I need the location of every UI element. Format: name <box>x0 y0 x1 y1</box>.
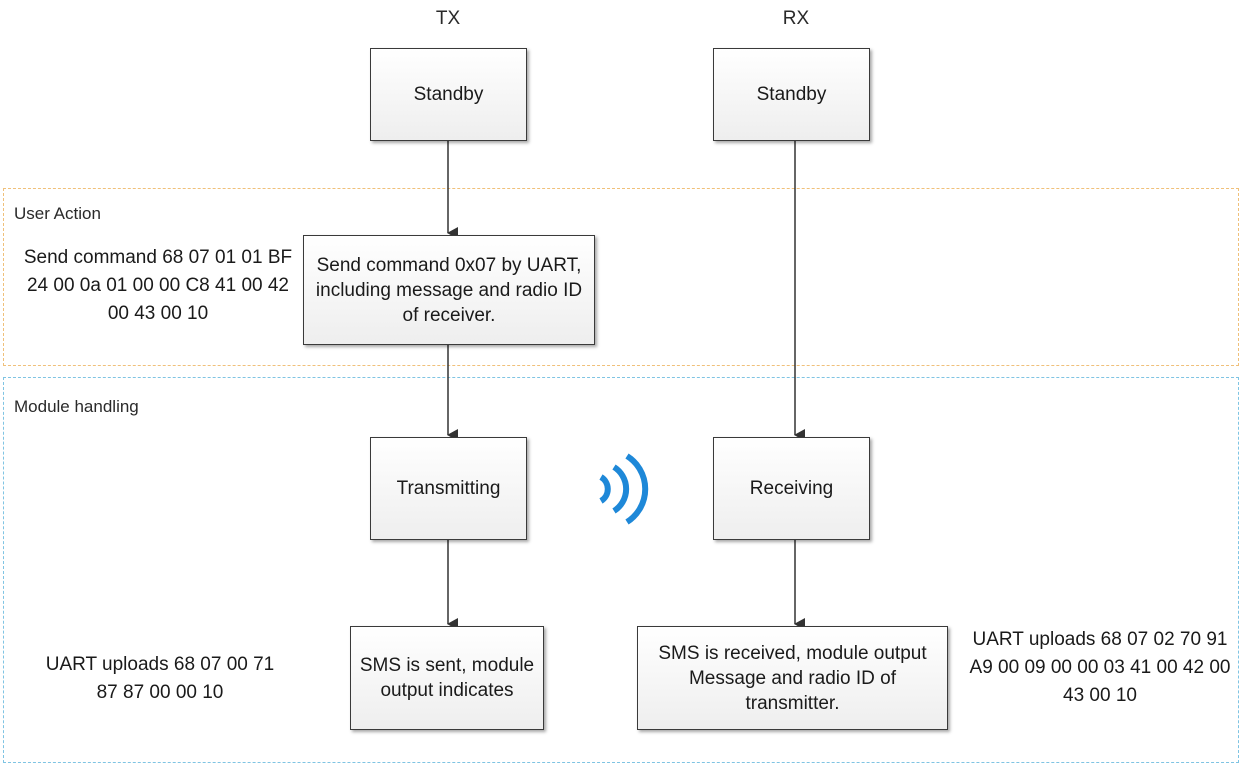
module-handling-label: Module handling <box>14 397 139 416</box>
receiving-box: Receiving <box>713 437 870 540</box>
rx-column-title: RX <box>782 8 810 29</box>
send-command-box: Send command 0x07 by UART, including mes… <box>303 235 595 345</box>
user-action-region <box>3 188 1239 366</box>
rx-uart-upload-text: UART uploads 68 07 02 70 91 A9 00 09 00 … <box>969 629 1231 706</box>
tx-column-title: TX <box>435 8 461 29</box>
wireless-signal-icon <box>599 453 649 525</box>
send-command-bytes-text: Send command 68 07 01 01 BF 24 00 0a 01 … <box>23 247 293 324</box>
user-action-label: User Action <box>14 204 101 223</box>
sms-received-box: SMS is received, module output Message a… <box>637 626 948 730</box>
tx-uart-upload-text: UART uploads 68 07 00 71 87 87 00 00 10 <box>45 654 275 703</box>
rx-standby-box: Standby <box>713 48 870 141</box>
transmitting-box: Transmitting <box>370 437 527 540</box>
tx-standby-box: Standby <box>370 48 527 141</box>
module-handling-region <box>3 377 1239 763</box>
sms-sent-box: SMS is sent, module output indicates <box>350 626 544 730</box>
